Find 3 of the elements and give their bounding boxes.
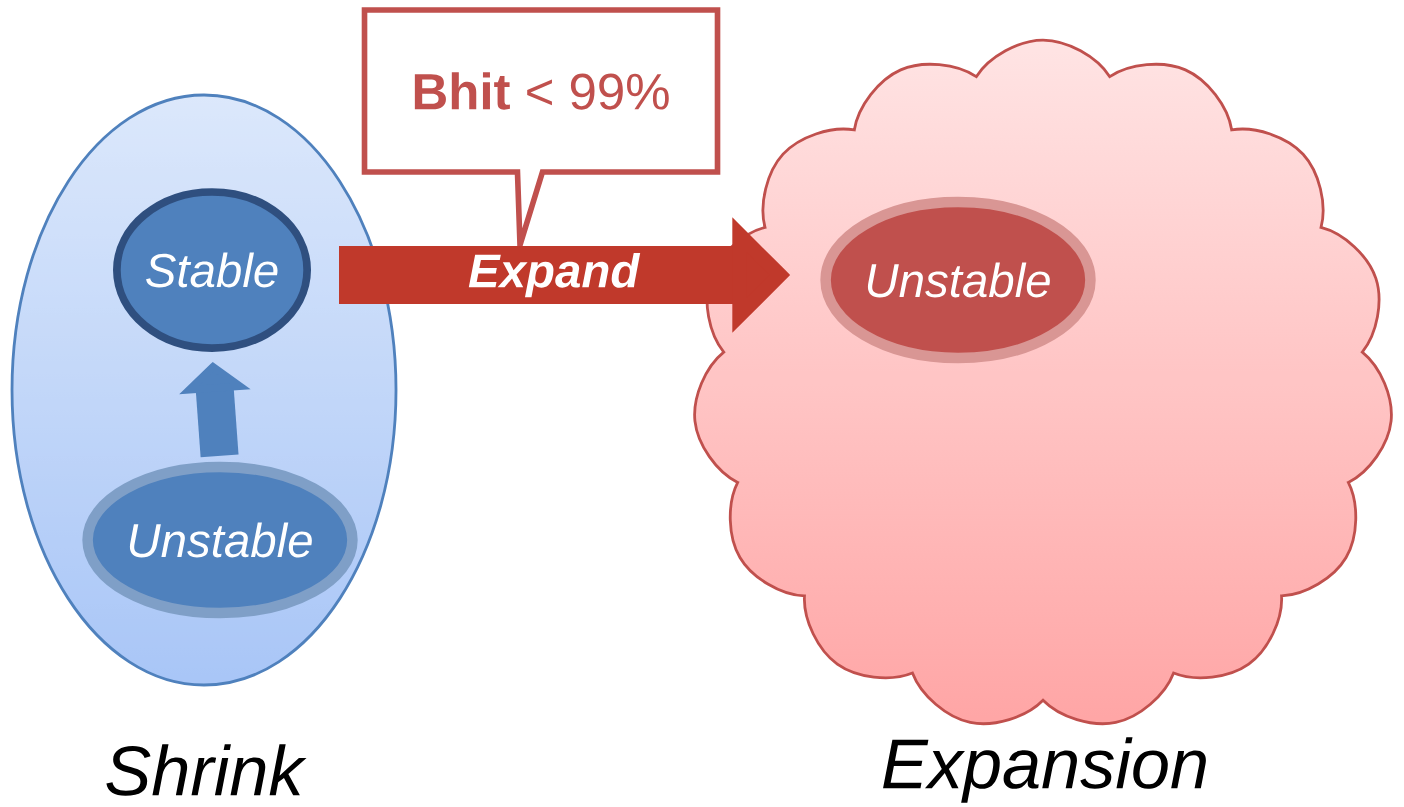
edge-label: Expand	[468, 252, 641, 298]
region-heading: Shrink	[106, 744, 307, 796]
region-heading: Expansion	[883, 737, 1206, 803]
